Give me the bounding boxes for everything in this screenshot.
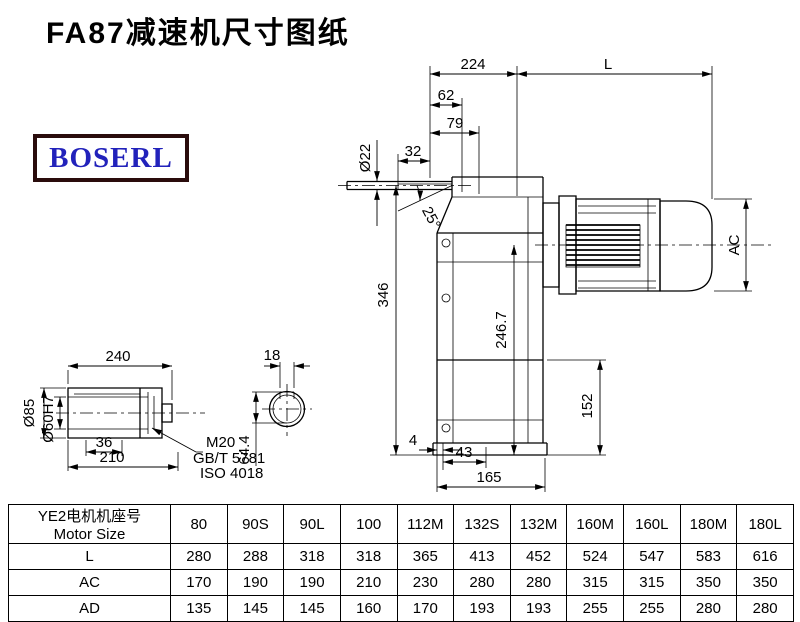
dim-224-label: 224 <box>460 56 485 73</box>
dim-210-label: 210 <box>99 449 124 466</box>
page-title: FA87减速机尺寸图纸 <box>46 17 350 50</box>
motor-size-header-en: Motor Size <box>53 526 126 543</box>
dim-79-label: 79 <box>447 115 464 132</box>
motor-size-column-header: 160M <box>566 504 624 544</box>
dimension-value-cell: 170 <box>170 569 228 596</box>
dim-phi22-label: Ø22 <box>357 144 374 172</box>
dim-64-4-label: 64.4 <box>236 435 253 464</box>
dimension-value-cell: 145 <box>226 595 285 622</box>
motor-size-column-header: 132S <box>453 504 511 544</box>
dim-36-label: 36 <box>96 434 113 451</box>
dim-165-label: 165 <box>476 469 501 486</box>
motor-size-column-header: 112M <box>396 504 455 544</box>
dimension-value-cell: 230 <box>396 569 455 596</box>
dimension-value-cell: 160 <box>339 595 398 622</box>
technical-drawing: 224 L 62 79 32 Ø22 25° 346 246.7 AC <box>21 56 772 492</box>
motor-size-column-header: 80 <box>170 504 228 544</box>
bolt-spec-label: M20 <box>206 434 235 451</box>
dim-4-label: 4 <box>409 432 417 449</box>
dimension-value-cell: 318 <box>339 543 398 570</box>
dimension-value-cell: 616 <box>736 543 794 570</box>
dimension-value-cell: 280 <box>679 595 738 622</box>
dimension-value-cell: 255 <box>566 595 624 622</box>
dimension-value-cell: 315 <box>623 569 681 596</box>
dim-32-label: 32 <box>405 143 422 160</box>
motor-size-column-header: 132M <box>509 504 568 544</box>
dim-L-label: L <box>604 56 612 73</box>
dimension-row-label: L <box>8 543 171 570</box>
dimension-value-cell: 193 <box>453 595 511 622</box>
main-view-dimensions: 224 L 62 79 32 Ø22 25° 346 246.7 AC <box>357 56 752 492</box>
dimension-value-cell: 255 <box>623 595 681 622</box>
dim-43-label: 43 <box>456 444 473 461</box>
motor-size-header-cn: YE2电机机座号 <box>37 508 142 525</box>
dimension-value-cell: 547 <box>623 543 681 570</box>
dim-25deg-label: 25° <box>418 204 444 232</box>
dimension-value-cell: 145 <box>283 595 341 622</box>
dimension-value-cell: 413 <box>453 543 511 570</box>
dimension-value-cell: 280 <box>509 569 568 596</box>
dimension-value-cell: 583 <box>679 543 738 570</box>
dimension-value-cell: 170 <box>396 595 455 622</box>
dim-240-label: 240 <box>105 348 130 365</box>
dimension-value-cell: 318 <box>283 543 341 570</box>
dimension-value-cell: 135 <box>170 595 228 622</box>
dimension-value-cell: 280 <box>736 595 794 622</box>
dim-phi85-label: Ø85 <box>21 399 38 427</box>
dimension-value-cell: 524 <box>566 543 624 570</box>
motor-size-column-header: 100 <box>339 504 398 544</box>
dimension-value-cell: 193 <box>509 595 568 622</box>
dimension-value-cell: 210 <box>339 569 398 596</box>
shaft-detail-view: 240 Ø85 Ø60H7 36 210 M20 GB/T 5781 ISO 4… <box>21 348 265 482</box>
dim-18-label: 18 <box>264 347 281 364</box>
dimension-row-label: AC <box>8 569 171 596</box>
boserl-logo-text: BOSERL <box>49 141 173 174</box>
dimension-value-cell: 350 <box>679 569 738 596</box>
main-view <box>338 176 772 456</box>
dimension-value-cell: 280 <box>453 569 511 596</box>
motor-size-column-header: 90S <box>226 504 285 544</box>
dimension-value-cell: 288 <box>226 543 285 570</box>
dim-346-label: 346 <box>375 282 392 307</box>
dim-AC-label: AC <box>726 234 743 255</box>
motor-size-column-header: 180L <box>736 504 794 544</box>
dimension-value-cell: 190 <box>283 569 341 596</box>
bore-detail-view: 18 64.4 <box>236 347 312 466</box>
motor-size-column-header: 180M <box>679 504 738 544</box>
dimension-row-label: AD <box>8 595 171 622</box>
dim-246-7-label: 246.7 <box>493 311 510 349</box>
motor-size-column-header: 90L <box>283 504 341 544</box>
dim-152-label: 152 <box>579 393 596 418</box>
boserl-logo: BOSERL <box>33 134 189 182</box>
dimension-value-cell: 280 <box>170 543 228 570</box>
motor-size-column-header: 160L <box>623 504 681 544</box>
dimension-value-cell: 190 <box>226 569 285 596</box>
standard-iso-label: ISO 4018 <box>200 465 263 482</box>
dim-62-label: 62 <box>438 87 455 104</box>
dimension-value-cell: 350 <box>736 569 794 596</box>
dimension-value-cell: 315 <box>566 569 624 596</box>
dimension-value-cell: 365 <box>396 543 455 570</box>
dim-phi60h7-label: Ø60H7 <box>40 395 57 443</box>
standard-gb-label: GB/T 5781 <box>193 450 265 467</box>
dimension-value-cell: 452 <box>509 543 568 570</box>
